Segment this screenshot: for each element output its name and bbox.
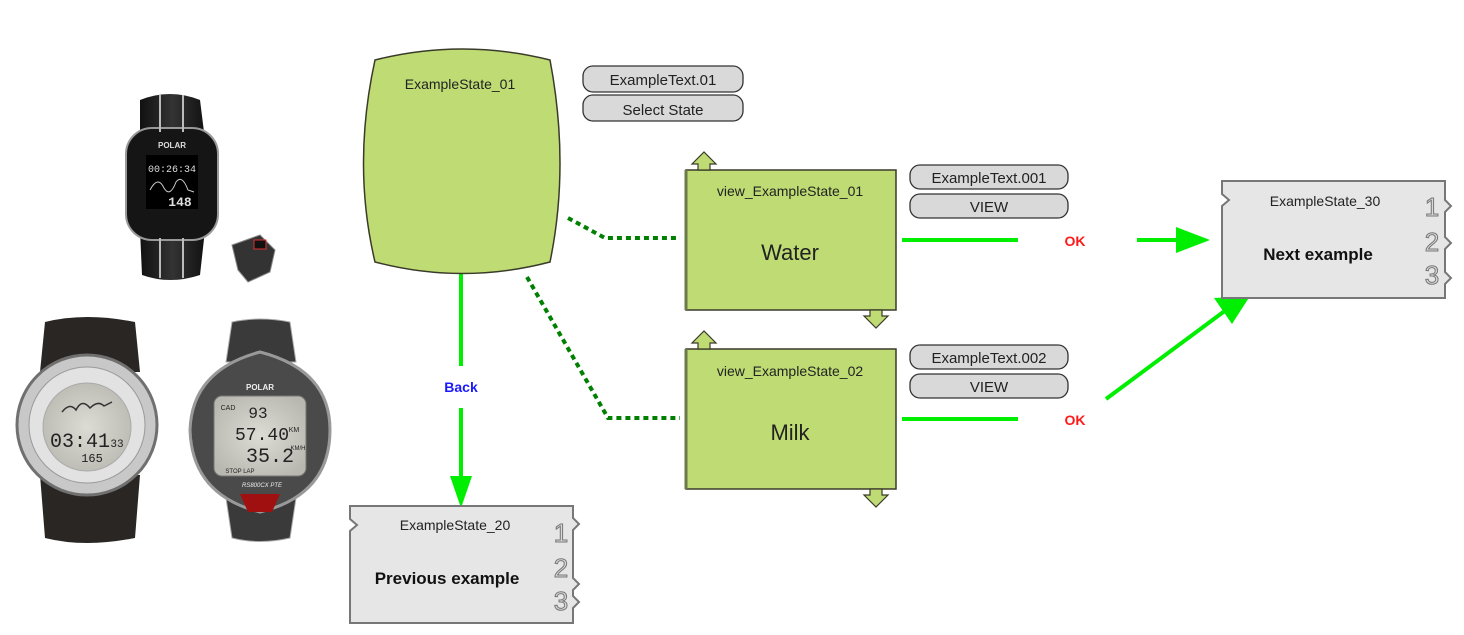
arrowhead-icon xyxy=(1214,296,1250,324)
watch-image-ft: POLAR 00:26:34 148 xyxy=(125,94,276,283)
start-pill-text[interactable]: ExampleText.01 xyxy=(582,65,744,93)
reference-label: Previous example xyxy=(375,569,520,588)
down-arrow-icon xyxy=(862,309,890,329)
start-state-name: ExampleState_01 xyxy=(405,76,516,92)
pill-label: VIEW xyxy=(970,199,1009,216)
up-arrow-icon xyxy=(690,151,718,171)
output-number-3: 3 xyxy=(1425,260,1439,290)
arrowhead-icon xyxy=(1176,227,1210,253)
start-pill-action[interactable]: Select State xyxy=(582,94,744,122)
output-number-2: 2 xyxy=(554,553,568,583)
dotted-connector-milk xyxy=(525,276,680,420)
dotted-connector-water xyxy=(567,216,680,240)
reference-name: ExampleState_20 xyxy=(400,517,511,533)
view-state-label: Milk xyxy=(770,420,810,445)
view2-pill-text[interactable]: ExampleText.002 xyxy=(909,344,1069,370)
start-state-node[interactable]: ExampleState_01 xyxy=(362,48,561,275)
watch3-speed-unit: KM/H xyxy=(291,446,306,452)
watch3-distance: 57.40 xyxy=(235,426,289,446)
output-number-3: 3 xyxy=(554,586,568,616)
ok-transition-milk[interactable] xyxy=(902,296,1250,421)
watch2-seconds: 33 xyxy=(110,439,123,451)
watch3-distance-unit: KM xyxy=(289,427,300,434)
reference-label: Next example xyxy=(1263,245,1373,264)
pill-label: ExampleText.001 xyxy=(931,170,1046,187)
pill-label: Select State xyxy=(623,102,704,119)
watch3-cad-value: 93 xyxy=(248,405,267,423)
view-state-milk[interactable]: view_ExampleState_02 Milk xyxy=(684,330,897,508)
watch2-time: 03:41 xyxy=(50,431,110,454)
pill-label: ExampleText.01 xyxy=(610,72,717,89)
view-state-name: view_ExampleState_02 xyxy=(717,363,864,379)
view2-pill-action[interactable]: VIEW xyxy=(909,373,1069,399)
watch3-cad-label: CAD xyxy=(221,405,236,412)
ok-transition-label-water: OK xyxy=(1065,233,1086,249)
watch1-value: 148 xyxy=(168,195,192,210)
back-transition-label: Back xyxy=(444,379,478,395)
view-state-label: Water xyxy=(761,240,819,265)
ok-transition-water[interactable] xyxy=(902,227,1210,253)
up-arrow-icon xyxy=(690,330,718,350)
watch-image-rs800: POLAR CAD 93 57.40 KM 35.2 KM/H STOP LAP… xyxy=(188,318,332,542)
watch3-speed: 35.2 xyxy=(246,446,294,469)
ok-transition-label-milk: OK xyxy=(1065,412,1086,428)
view-state-water[interactable]: view_ExampleState_01 Water xyxy=(684,151,897,329)
pill-label: ExampleText.002 xyxy=(931,350,1046,367)
view1-pill-action[interactable]: VIEW xyxy=(909,193,1069,219)
view-state-name: view_ExampleState_01 xyxy=(717,183,864,199)
output-number-1: 1 xyxy=(554,518,568,548)
back-transition-arrow[interactable] xyxy=(450,272,472,508)
watch1-time: 00:26:34 xyxy=(148,165,196,176)
watch3-model: RS800CX PTE xyxy=(242,483,283,489)
watch3-footer: STOP LAP xyxy=(225,469,254,475)
watch2-value: 165 xyxy=(81,452,103,466)
reference-name: ExampleState_30 xyxy=(1270,193,1381,209)
watch3-brand: POLAR xyxy=(246,383,274,392)
pill-label: VIEW xyxy=(970,379,1009,396)
reference-node-next[interactable]: ExampleState_30 Next example 1 2 3 xyxy=(1221,180,1453,299)
output-number-2: 2 xyxy=(1425,227,1439,257)
watch-image-outdoor: 03:41 33 165 xyxy=(15,317,159,543)
output-number-1: 1 xyxy=(1425,192,1439,222)
view1-pill-text[interactable]: ExampleText.001 xyxy=(909,164,1069,190)
watch1-brand: POLAR xyxy=(158,141,186,150)
down-arrow-icon xyxy=(862,488,890,508)
arrowhead-icon xyxy=(450,476,472,508)
reference-node-previous[interactable]: ExampleState_20 Previous example 1 2 3 xyxy=(349,505,581,624)
